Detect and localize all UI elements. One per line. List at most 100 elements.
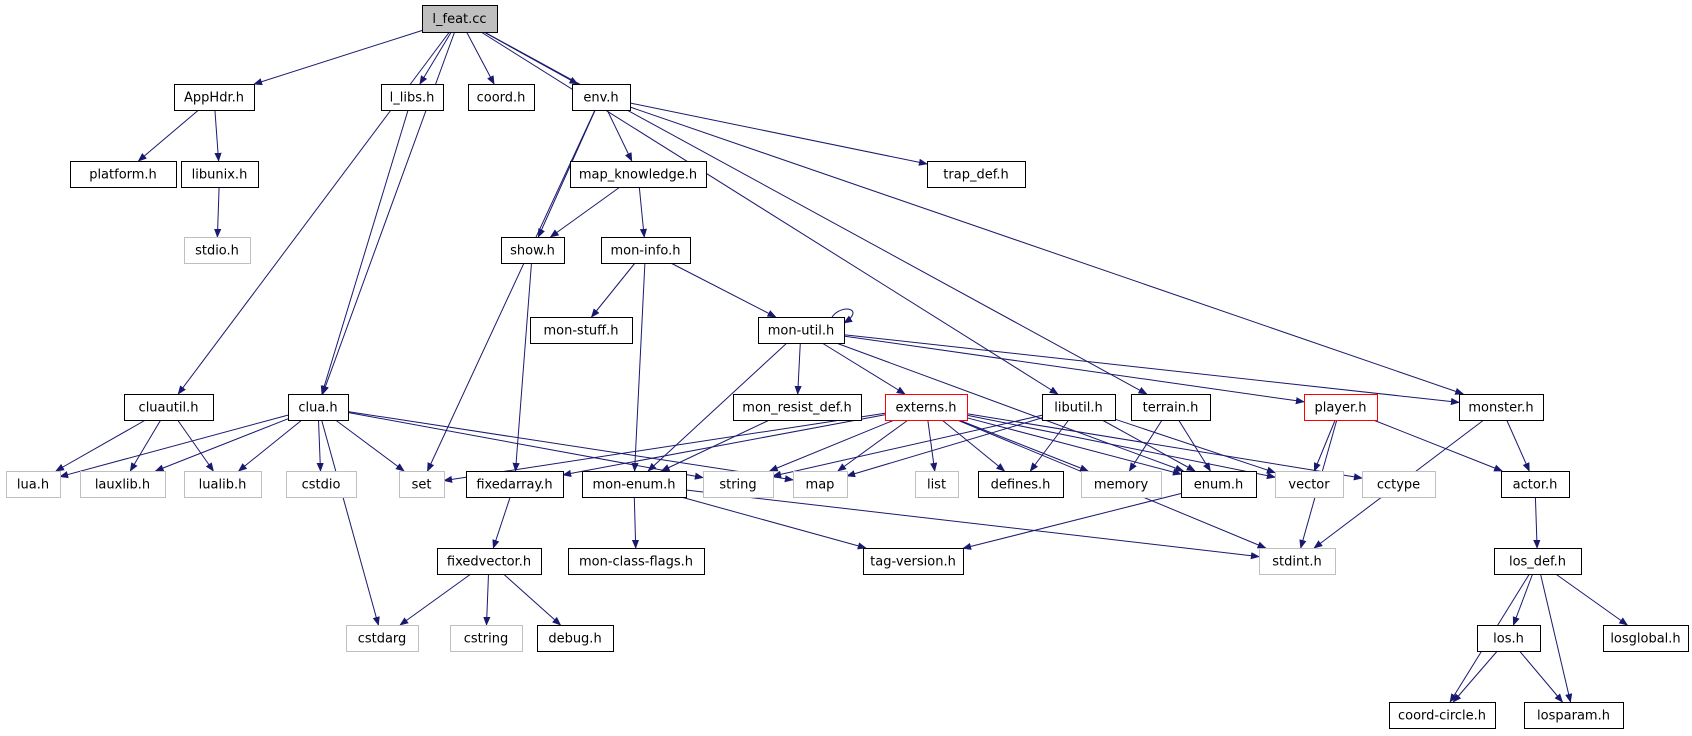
node-player[interactable]: player.h (1304, 394, 1378, 421)
node-debug[interactable]: debug.h (537, 625, 614, 652)
node-label: string (719, 478, 756, 493)
node-mon-resist-def[interactable]: mon_resist_def.h (733, 394, 862, 421)
node-box (6, 471, 61, 498)
edge-AppHdr-to-platform (137, 109, 199, 162)
node-box (1501, 471, 1570, 498)
node-string[interactable]: string (703, 471, 774, 498)
node-coord-circle[interactable]: coord-circle.h (1389, 702, 1496, 729)
node-stdio[interactable]: stdio.h (184, 237, 251, 264)
node-cctype[interactable]: cctype (1362, 471, 1436, 498)
node-label: platform.h (89, 168, 157, 183)
edge-libunix-to-stdio (214, 186, 222, 238)
node-terrain[interactable]: terrain.h (1131, 394, 1211, 421)
node-l-libs[interactable]: l_libs.h (381, 84, 444, 111)
node-losglobal[interactable]: losglobal.h (1603, 625, 1689, 652)
edge-libutil-to-defines (1029, 419, 1070, 472)
node-label: memory (1094, 478, 1149, 493)
edge-terrain-to-enum (1178, 419, 1211, 472)
edge-env-to-set (427, 109, 596, 472)
edge-mon_info-to-mon_enum (631, 262, 646, 472)
node-trap-def[interactable]: trap_def.h (927, 161, 1026, 188)
node-lualib[interactable]: lualib.h (184, 471, 262, 498)
node-los-def[interactable]: los_def.h (1494, 548, 1582, 575)
edge-mon_util-to-monster (843, 334, 1460, 406)
edge-l_libs-to-clua (320, 109, 409, 395)
edge-player-to-vector (1313, 419, 1336, 472)
node-box (381, 84, 444, 111)
node-cstdarg[interactable]: cstdarg (346, 625, 419, 652)
node-box (468, 84, 535, 111)
node-memory[interactable]: memory (1081, 471, 1162, 498)
node-box (450, 625, 523, 652)
node-los[interactable]: los.h (1477, 625, 1541, 652)
node-cstring[interactable]: cstring (450, 625, 523, 652)
edge-clua-to-lauxlib (154, 418, 289, 472)
node-externs[interactable]: externs.h (885, 394, 968, 421)
node-label: lua.h (17, 478, 49, 493)
node-cluautil[interactable]: cluautil.h (124, 394, 214, 421)
node-tag-version[interactable]: tag-version.h (863, 548, 964, 575)
node-mon-enum[interactable]: mon-enum.h (582, 471, 687, 498)
edge-libutil-to-enum (1101, 419, 1196, 472)
edge-externs-to-string (768, 419, 895, 472)
node-fixedarray[interactable]: fixedarray.h (466, 471, 564, 498)
edge-los-to-losparam (1519, 650, 1564, 703)
node-label: monster.h (1468, 401, 1533, 416)
node-libutil[interactable]: libutil.h (1042, 394, 1116, 421)
edge-los_def-to-losparam (1540, 573, 1573, 703)
edge-cluautil-to-lauxlib (129, 419, 162, 472)
node-mon-util[interactable]: mon-util.h (758, 317, 845, 344)
node-box (1477, 625, 1541, 652)
node-mon-class-flags[interactable]: mon-class-flags.h (568, 548, 705, 575)
node-coord[interactable]: coord.h (468, 84, 535, 111)
node-actor[interactable]: actor.h (1501, 471, 1570, 498)
node-enum[interactable]: enum.h (1181, 471, 1257, 498)
node-label: trap_def.h (943, 168, 1008, 183)
node-map[interactable]: map (793, 471, 848, 498)
edge-cluautil-to-lualib (177, 419, 214, 472)
node-box (530, 317, 633, 344)
edge-mon_util-to-externs (821, 342, 906, 395)
node-lua[interactable]: lua.h (6, 471, 61, 498)
node-box (1181, 471, 1257, 498)
node-libunix[interactable]: libunix.h (181, 161, 259, 188)
node-AppHdr[interactable]: AppHdr.h (174, 84, 255, 111)
node-label: libutil.h (1054, 401, 1102, 416)
edge-externs-to-cctype (966, 413, 1363, 481)
node-monster[interactable]: monster.h (1459, 394, 1544, 421)
edge-env-to-map_knowledge (606, 109, 633, 162)
edge-enum-to-tag_version (962, 493, 1182, 550)
edge-los_def-to-losglobal (1555, 573, 1629, 626)
node-show[interactable]: show.h (501, 237, 565, 264)
node-mon-info[interactable]: mon-info.h (601, 237, 691, 264)
node-cstdio[interactable]: cstdio (286, 471, 357, 498)
node-label: fixedarray.h (476, 478, 552, 493)
node-platform[interactable]: platform.h (70, 161, 177, 188)
node-label: vector (1288, 478, 1330, 493)
node-label: coord-circle.h (1398, 709, 1486, 724)
node-stdint[interactable]: stdint.h (1259, 548, 1336, 575)
node-clua[interactable]: clua.h (288, 394, 349, 421)
node-fixedvector[interactable]: fixedvector.h (437, 548, 542, 575)
node-env[interactable]: env.h (572, 84, 631, 111)
node-set[interactable]: set (399, 471, 445, 498)
node-list[interactable]: list (915, 471, 959, 498)
edge-mon_info-to-mon_stuff (590, 262, 636, 318)
node-map-knowledge[interactable]: map_knowledge.h (570, 161, 707, 188)
edge-clua-to-cstdarg (321, 419, 380, 626)
node-label: list (927, 478, 946, 493)
node-losparam[interactable]: losparam.h (1524, 702, 1624, 729)
edge-env-to-trap_def (629, 102, 928, 166)
edge-monster-to-actor (1506, 419, 1530, 472)
node-label: clua.h (298, 401, 337, 416)
node-l-feat[interactable]: l_feat.cc (422, 5, 498, 33)
node-lauxlib[interactable]: lauxlib.h (80, 471, 166, 498)
node-defines[interactable]: defines.h (978, 471, 1064, 498)
node-vector[interactable]: vector (1275, 471, 1344, 498)
edge-mon_util-to-player (843, 335, 1305, 405)
node-box (863, 548, 964, 575)
node-label: player.h (1314, 401, 1366, 416)
node-box (286, 471, 357, 498)
node-mon-stuff[interactable]: mon-stuff.h (530, 317, 633, 344)
node-box (568, 548, 705, 575)
